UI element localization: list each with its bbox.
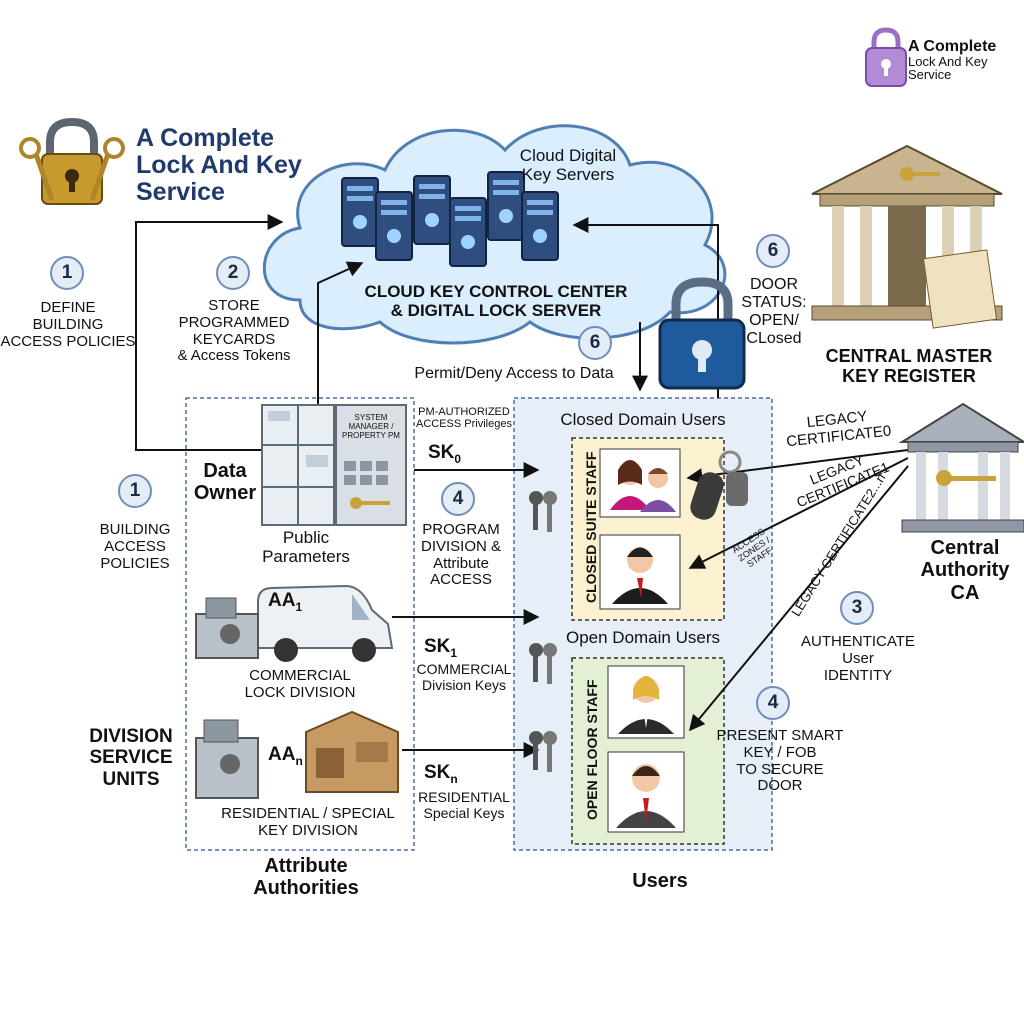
brand-title-line3: Service [136, 178, 225, 206]
arrow-params-to-cloud [317, 261, 364, 405]
service-van-icon [257, 584, 394, 662]
sk0-text: SK [428, 442, 455, 463]
sk1-description: COMMERCIAL Division Keys [416, 661, 512, 693]
step-store-keycards: STORE PROGRAMMED KEYCARDS & Access Token… [177, 297, 291, 365]
step-number: 4 [441, 482, 475, 516]
corner-logo-line1: A Complete [908, 38, 997, 55]
step-number: 3 [840, 591, 874, 625]
aa1-label: AA1 [268, 590, 302, 614]
step-number: 6 [578, 326, 612, 360]
register-building-icon [811, 144, 1003, 329]
step-number: 4 [756, 686, 790, 720]
skn-text: SK [424, 762, 451, 783]
key-fob-icon [690, 450, 748, 520]
sk1-label: SK1 [424, 636, 457, 660]
arrow-owner-to-cloud [135, 214, 284, 451]
skn-subscript: n [450, 771, 458, 786]
workshop-room-icon [305, 710, 399, 793]
step-number: 2 [216, 256, 250, 290]
pm-privileges-label: PM-AUTHORIZED ACCESS Privileges [416, 406, 512, 431]
user-avatar [612, 547, 668, 604]
authority-building-icon [898, 402, 1024, 533]
closed-domain-title: Closed Domain Users [560, 410, 726, 429]
corner-logo-padlock-icon [865, 27, 907, 87]
skn-label: SKn [424, 762, 458, 786]
arrow-legacy-cert2n [688, 465, 909, 732]
aan-label: AAn [268, 744, 303, 768]
system-manager-label: SYSTEM MANAGER / PROPERTY PM [342, 413, 400, 440]
sk1-subscript: 1 [450, 645, 458, 660]
aa1-subscript: 1 [295, 599, 303, 614]
key-icon [529, 643, 557, 684]
register-label: CENTRAL MASTER KEY REGISTER [825, 346, 993, 387]
authority-label: Central Authority CA [920, 537, 1010, 604]
users-title: Users [632, 870, 688, 892]
step-permit-deny: Permit/Deny Access to Data [414, 365, 614, 382]
user-avatar [618, 676, 674, 734]
commercial-division-label: COMMERCIAL LOCK DIVISION [244, 667, 356, 701]
aan-subscript: n [295, 753, 303, 768]
step-number: 6 [756, 234, 790, 268]
key-icon [529, 491, 557, 532]
corner-logo-line3: Service [908, 67, 952, 82]
aa1-text: AA [268, 590, 296, 611]
open-domain-title: Open Domain Users [565, 628, 720, 647]
data-owner-label: Data Owner [193, 460, 257, 505]
arrow-legacy-cert1 [688, 457, 909, 569]
division-units-label: DIVISION SERVICE UNITS [89, 726, 173, 790]
step-define-policies: DEFINE BUILDING ACCESS POLICIES [0, 299, 136, 350]
step-number: 1 [50, 256, 84, 290]
public-parameters-label: Public Parameters [262, 528, 350, 567]
open-floor-staff-label: OPEN FLOOR STAFF [584, 679, 600, 820]
cloud-center-label: CLOUD KEY CONTROL CENTER & DIGITAL LOCK … [364, 282, 628, 321]
attribute-authorities-title: Attribute Authorities [253, 855, 359, 900]
sk0-subscript: 0 [454, 451, 462, 466]
keypad-panel-icon [335, 404, 407, 526]
step-building-policies: BUILDING ACCESS POLICIES [99, 521, 171, 572]
residential-division-label: RESIDENTIAL / SPECIAL KEY DIVISION [221, 805, 395, 839]
sk0-label: SK0 [428, 442, 461, 466]
step-door-status: DOOR STATUS: OPEN/ CLosed [741, 276, 807, 347]
brand-title-line1: A Complete [136, 124, 274, 152]
step-number: 1 [118, 474, 152, 508]
arrow-legacy-cert0 [686, 449, 909, 485]
server-rack-group [341, 171, 559, 267]
key-cutting-machine-icon [195, 597, 259, 659]
key-icon [529, 731, 557, 772]
user-avatar [616, 764, 676, 828]
padlock-icon [658, 277, 746, 390]
user-avatar [610, 460, 676, 512]
step-authenticate: AUTHENTICATE User IDENTITY [801, 633, 915, 684]
sk1-text: SK [424, 636, 451, 657]
step-program-division: PROGRAM DIVISION & Attribute ACCESS [420, 521, 502, 589]
step-present-key: PRESENT SMART KEY / FOB TO SECURE DOOR [716, 727, 844, 795]
skn-description: RESIDENTIAL Special Keys [418, 789, 510, 821]
aan-text: AA [268, 744, 296, 765]
key-cutting-machine-icon [195, 719, 259, 799]
closed-suite-staff-label: CLOSED SUITE STAFF [583, 451, 599, 603]
brand-padlock-icon [19, 117, 125, 205]
brand-title-line2: Lock And Key [136, 151, 302, 179]
cloud-servers-label: Cloud Digital Key Servers [519, 146, 617, 185]
corner-logo-line2: Lock And Key [908, 54, 988, 69]
floor-plan-icon [261, 404, 335, 526]
